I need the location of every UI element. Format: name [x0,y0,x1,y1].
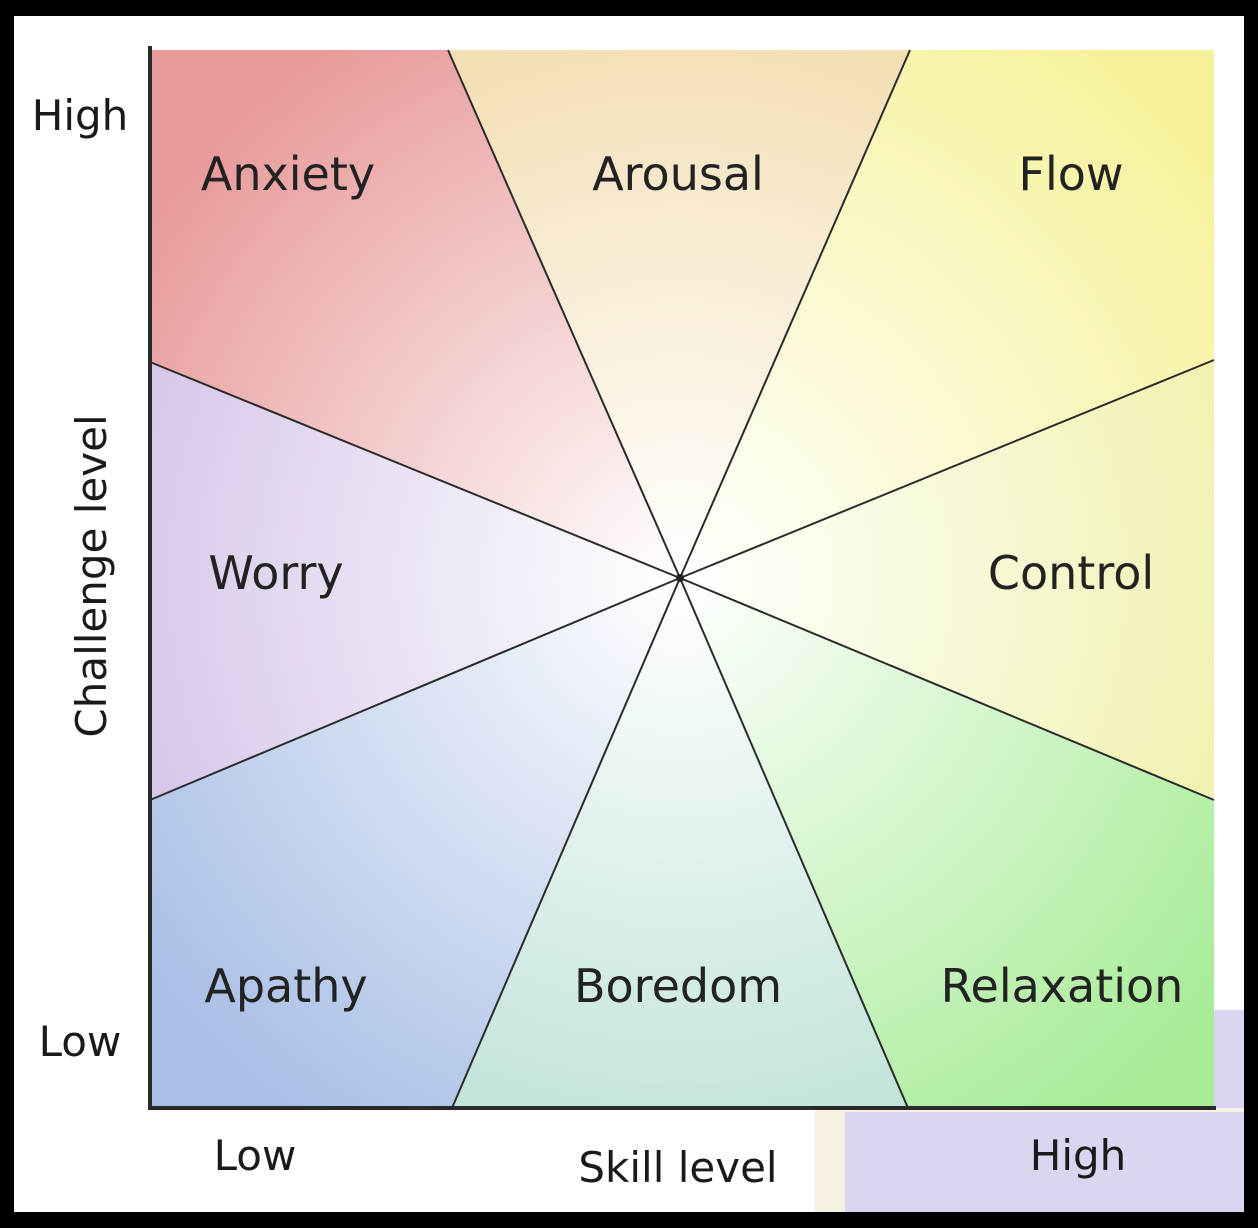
x-axis-high-label: High [1030,1131,1127,1180]
boundary-apathy-worry [149,577,681,801]
background-decor [815,1010,1244,1212]
label-relaxation: Relaxation [941,959,1184,1013]
boundary-anxiety-arousal [447,49,681,579]
y-axis-low-label: Low [39,1017,122,1066]
label-anxiety: Anxiety [201,147,375,201]
region-boundaries [149,49,1215,1109]
label-control: Control [988,546,1154,600]
region-control [680,360,1214,800]
region-arousal [448,50,910,578]
x-axis-title: Skill level [578,1143,777,1192]
region-worry [150,362,680,800]
label-flow: Flow [1018,147,1123,201]
region-flow [680,50,1214,578]
label-boredom: Boredom [574,959,782,1013]
y-axis-title: Challenge level [67,414,116,737]
label-apathy: Apathy [204,959,367,1013]
region-relaxation [680,578,1214,1108]
center-point [676,574,684,582]
y-axis-high-label: High [32,91,129,140]
background-decor-patch [845,1112,1244,1212]
boundary-control-relaxation [679,577,1215,801]
boundary-anxiety-worry [149,361,681,579]
axes [148,46,1216,1110]
boundary-arousal-flow [679,49,911,579]
boundary-boredom-apathy [451,577,681,1109]
boundary-relaxation-boredom [679,577,909,1109]
region-anxiety [150,50,680,578]
region-apathy [150,578,680,1108]
label-worry: Worry [208,546,343,600]
boundary-flow-control [679,359,1215,579]
region-boredom [452,578,908,1108]
background-decor-edge [1214,1010,1244,1108]
label-arousal: Arousal [592,147,764,201]
x-axis-low-label: Low [214,1131,297,1180]
